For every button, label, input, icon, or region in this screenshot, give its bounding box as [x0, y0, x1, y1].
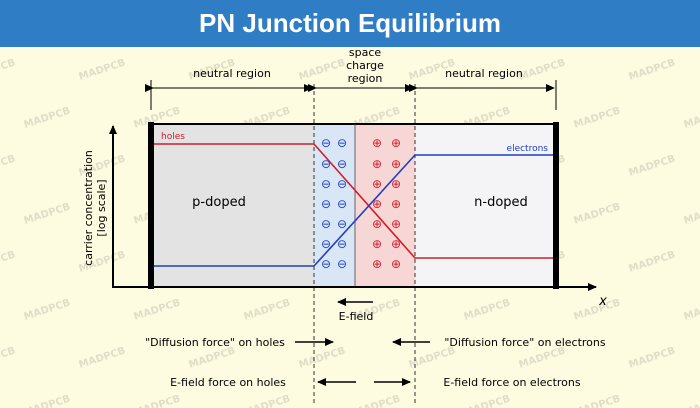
- negative-charge-icon: ⊖: [321, 237, 331, 251]
- watermark-text: MADPCB: [133, 393, 182, 408]
- positive-charge-icon: ⊕: [391, 237, 401, 251]
- positive-charge-icon: ⊕: [372, 177, 382, 191]
- watermark-text: MADPCB: [573, 297, 622, 322]
- watermark-text: MADPCB: [628, 153, 677, 178]
- neutral-region-right-label: neutral region: [445, 67, 523, 80]
- watermark-text: MADPCB: [0, 57, 17, 82]
- title-banner: PN Junction Equilibrium: [0, 0, 700, 47]
- negative-charge-icon: ⊖: [337, 237, 347, 251]
- diffusion-holes-label: "Diffusion force" on holes: [145, 336, 285, 349]
- watermark-text: MADPCB: [628, 345, 677, 370]
- watermark-text: MADPCB: [298, 57, 347, 82]
- y-axis-label-line2: [log scale]: [95, 179, 108, 236]
- watermark-text: MADPCB: [23, 105, 72, 130]
- negative-charge-icon: ⊖: [337, 257, 347, 271]
- watermark-text: MADPCB: [518, 57, 567, 82]
- watermark-text: MADPCB: [573, 201, 622, 226]
- y-axis-label: carrier concentration [log scale]: [82, 150, 108, 266]
- electrons-curve: [154, 154, 553, 267]
- watermark-text: MADPCB: [243, 393, 292, 408]
- holes-curve: [154, 143, 553, 259]
- positive-charge-icon: ⊕: [372, 197, 382, 211]
- watermark-text: MADPCB: [0, 153, 17, 178]
- n-doped-label: n-doped: [474, 195, 528, 210]
- positive-charge-icon: ⊕: [391, 136, 401, 150]
- negative-charge-icon: ⊖: [321, 197, 331, 211]
- watermark-text: MADPCB: [573, 105, 622, 130]
- space-charge-label-line3: region: [348, 72, 383, 85]
- watermark-text: MADPCB: [133, 297, 182, 322]
- watermark-text: MADPCB: [23, 297, 72, 322]
- negative-charge-icon: ⊖: [337, 197, 347, 211]
- positive-charge-icon: ⊕: [391, 177, 401, 191]
- watermark-text: MADPCB: [243, 297, 292, 322]
- x-axis-label: x: [598, 294, 607, 309]
- watermark-text: MADPCB: [683, 105, 700, 130]
- watermark-text: MADPCB: [463, 393, 512, 408]
- watermark-text: MADPCB: [188, 345, 237, 370]
- y-axis-label-line1: carrier concentration: [82, 150, 95, 266]
- negative-charge-icon: ⊖: [337, 157, 347, 171]
- negative-charge-icon: ⊖: [337, 177, 347, 191]
- watermark-text: MADPCB: [628, 249, 677, 274]
- positive-charge-icon: ⊕: [391, 197, 401, 211]
- negative-charge-icon: ⊖: [321, 217, 331, 231]
- neutral-region-left-label: neutral region: [193, 67, 271, 80]
- efield-electrons-label: E-field force on electrons: [443, 376, 580, 389]
- positive-charge-icon: ⊕: [391, 217, 401, 231]
- watermark-text: MADPCB: [353, 393, 402, 408]
- space-charge-label-line1: space: [349, 46, 382, 59]
- right-contact: [553, 122, 559, 289]
- charge-symbols: ⊖ ⊖ ⊖ ⊖ ⊖ ⊖ ⊖ ⊖ ⊖ ⊖ ⊖ ⊖ ⊖ ⊖ ⊕ ⊕ ⊕ ⊕ ⊕ ⊕ ⊕ ⊕ ⊕ ⊕ ⊕ ⊕ ⊕ ⊕: [321, 136, 401, 271]
- watermark-text: MADPCB: [683, 297, 700, 322]
- negative-charge-icon: ⊖: [337, 136, 347, 150]
- n-region-fill: [415, 124, 556, 287]
- watermark-text: MADPCB: [0, 345, 17, 370]
- p-region-fill: [151, 124, 314, 287]
- positive-charge-icon: ⊕: [372, 157, 382, 171]
- watermark-text: MADPCB: [23, 201, 72, 226]
- negative-charge-icon: ⊖: [321, 136, 331, 150]
- space-charge-label-line2: charge: [346, 59, 384, 72]
- positive-charge-icon: ⊕: [372, 136, 382, 150]
- watermark-text: MADPCB: [573, 393, 622, 408]
- watermark-text: MADPCB: [78, 345, 127, 370]
- watermark-text: MADPCB: [683, 393, 700, 408]
- efield-holes-label: E-field force on holes: [170, 376, 286, 389]
- left-contact: [148, 122, 154, 289]
- negative-charge-icon: ⊖: [321, 177, 331, 191]
- efield-label: E-field: [339, 310, 374, 323]
- watermark-text: MADPCB: [628, 57, 677, 82]
- watermark-text: MADPCB: [0, 249, 17, 274]
- page-title: PN Junction Equilibrium: [199, 8, 501, 38]
- negative-charge-icon: ⊖: [321, 157, 331, 171]
- negative-charge-icon: ⊖: [337, 217, 347, 231]
- diffusion-electrons-label: "Diffusion force" on electrons: [444, 336, 606, 349]
- watermark-text: MADPCB: [518, 345, 567, 370]
- positive-depletion-fill: [355, 124, 415, 287]
- watermark-text: MADPCB: [78, 57, 127, 82]
- watermark-text: MADPCB: [298, 345, 347, 370]
- watermark-text: MADPCB: [23, 393, 72, 408]
- positive-charge-icon: ⊕: [372, 217, 382, 231]
- holes-label: holes: [161, 132, 185, 142]
- p-doped-label: p-doped: [192, 195, 246, 210]
- positive-charge-icon: ⊕: [372, 237, 382, 251]
- positive-charge-icon: ⊕: [391, 257, 401, 271]
- electrons-label: electrons: [507, 144, 549, 154]
- negative-charge-icon: ⊖: [321, 257, 331, 271]
- positive-charge-icon: ⊕: [391, 157, 401, 171]
- watermark-text: MADPCB: [683, 201, 700, 226]
- positive-charge-icon: ⊕: [372, 257, 382, 271]
- watermark-text: MADPCB: [463, 297, 512, 322]
